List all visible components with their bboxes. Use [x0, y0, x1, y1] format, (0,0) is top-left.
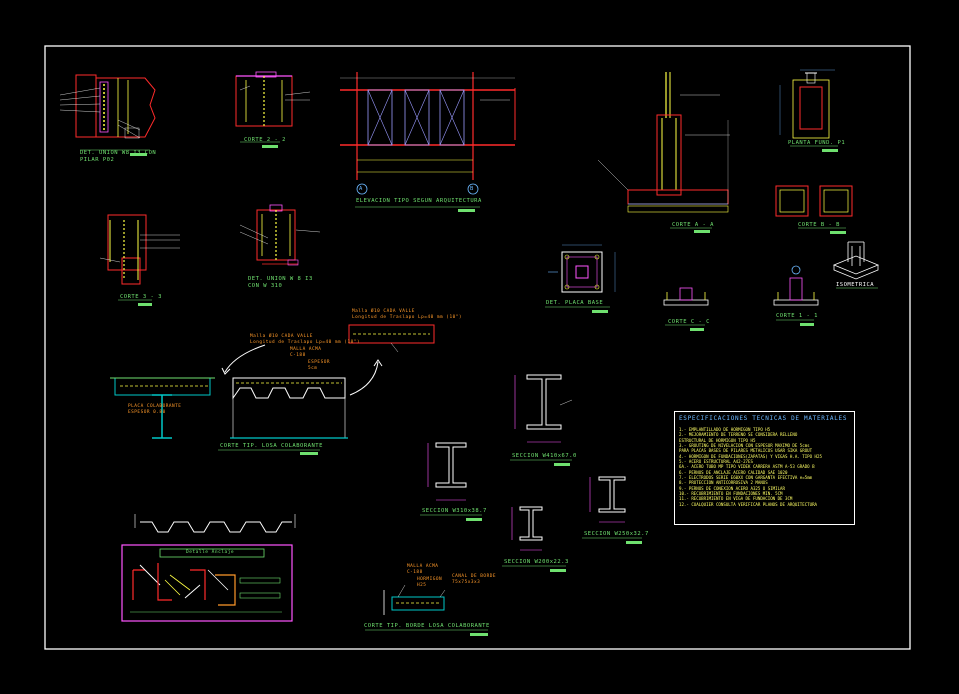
deck-profile [134, 514, 296, 533]
note-malla-2b: Longitud de Traslapo Lp=40 mm (10") [250, 340, 361, 345]
caption-corte-3: CORTE 3 - 3 [120, 294, 162, 300]
specification-item: 5.- ACERO ESTRUCTURAL A42-27ES [679, 459, 753, 465]
detail-union-pilar [59, 74, 156, 156]
detalle-anclaje-box [121, 544, 293, 622]
detail-borde-losa [365, 584, 488, 636]
specification-item: ESTRUCTURAL DE HORMIGON TIPO H5 [679, 437, 756, 443]
note-malla-2a: Malla Ø10 CADA VALLE [250, 334, 313, 339]
note-placa-1: PLACA COLABORANTE [128, 404, 182, 409]
caption-corte-a: CORTE A - A [672, 222, 714, 228]
note-borde-1a: MALLA ACMA [407, 564, 439, 569]
detail-corte-2 [235, 71, 311, 148]
caption-corte-b: CORTE B - B [798, 222, 840, 228]
specification-item: 1.- EMPLANTILLADO DE HORMIGON TIPO H5 [679, 427, 771, 432]
specifications-title: ESPECIFICACIONES TECNICAS DE MATERIALES [679, 415, 848, 422]
caption-sec-w250: SECCION W250x32.7 [584, 531, 649, 537]
note-malla-1b: Longitud de Traslapo Lp=40 mm (10") [352, 315, 463, 320]
note-placa-2: ESPESOR 0.80 [128, 410, 166, 415]
specification-item: 7.- ELECTRODOS SERIE E60XX CON GARGANTA … [679, 475, 813, 481]
specification-item: 9.- PERNOS DE CONEXION ACERO A325 O SIMI… [679, 485, 785, 491]
sheet-frame [44, 45, 911, 650]
detail-corte-d [773, 265, 819, 326]
section-w250 [582, 476, 642, 544]
caption-detalle-box: Detalle Anclaje [186, 550, 235, 555]
detail-losa-colaborante [110, 324, 435, 455]
specifications-box: ESPECIFICACIONES TECNICAS DE MATERIALES … [674, 411, 855, 525]
detail-corte-3 [99, 214, 180, 306]
caption-losa-colaborante: CORTE TIP. LOSA COLABORANTE [220, 443, 323, 449]
caption-corte-2: CORTE 2 - 2 [244, 137, 286, 143]
detail-elevacion [340, 72, 516, 212]
detail-corte-a [597, 72, 730, 233]
caption-det-union-pilar-2: PILAR P02 [80, 157, 115, 163]
caption-det-union-w-1: DET. UNION W 8 I3 [248, 276, 313, 282]
specification-item: 6A.- ACERO TUBO MP TIPO VIDEK CARRERA AS… [679, 464, 815, 470]
specification-item: 3.- GROUTING DE NIVELACION CON ESPESOR M… [679, 443, 810, 449]
caption-borde-losa: CORTE TIP. BORDE LOSA COLABORANTE [364, 623, 490, 629]
specification-item: 8.- PROTECCION ANTICORROSIVA 2 MANOS [679, 480, 768, 486]
section-w410 [510, 374, 573, 466]
note-espesor-2: 5cm [308, 366, 318, 371]
caption-sec-w410: SECCION W410x67.0 [512, 453, 577, 459]
axis-b-label: B [470, 186, 474, 192]
specification-item: 2.- MEJORAMIENTO DE TERRENO SE CONSIDERA… [679, 432, 798, 438]
detail-corte-b [775, 185, 853, 234]
caption-isometrica: ISOMETRICA [836, 282, 875, 288]
specification-item: 10.- RECUBRIMIENTO EN FUNDACIONES MIN. 5… [679, 491, 783, 497]
section-w310 [420, 442, 482, 521]
note-malla-1a: Malla Ø10 CADA VALLE [352, 309, 415, 314]
specification-item: PARA PLACAS BASES DE PILARES METALICOS U… [679, 448, 813, 454]
detail-planta-fund [779, 69, 838, 152]
note-malla-acma-1: MALLA ACMA [290, 347, 322, 352]
section-w200 [502, 506, 566, 572]
specification-item: 12.- CUALQUIER CONSULTA VERIFICAR PLANOS… [679, 501, 818, 507]
note-borde-2a: HORMIGON [417, 577, 443, 582]
detail-corte-c [663, 287, 709, 331]
note-borde-1b: C-188 [407, 570, 423, 575]
specification-item: 6.- PERNOS DE ANCLAJE ACERO CALIDAD SAE … [679, 469, 788, 475]
caption-sec-w200: SECCION W200x22.3 [504, 559, 569, 565]
detail-union-w [239, 204, 321, 266]
caption-planta-fund: PLANTA FUND. P1 [788, 140, 846, 146]
specification-item: 11.- RECUBRIMIENTO EN VIGA DE FUNDACION … [679, 496, 793, 502]
note-borde-3b: 75x75x3x3 [452, 580, 481, 585]
caption-det-union-w-2: CON W 310 [248, 283, 283, 289]
note-malla-acma-2: C-188 [290, 353, 306, 358]
specification-item: 4.- HORMIGON DE FUNDACIONES(ZAPATAS) Y V… [679, 453, 822, 459]
note-borde-3a: CANAL DE BORDE [452, 574, 497, 579]
note-borde-2b: H25 [417, 583, 427, 588]
caption-det-union-pilar-1: DET. UNION W8 I3 CON [80, 150, 157, 156]
detail-isometrica [832, 241, 880, 289]
caption-sec-w310: SECCION W310x38.7 [422, 508, 487, 514]
detail-placa-base [545, 244, 616, 313]
caption-corte-d: CORTE 1 - 1 [776, 313, 818, 319]
axis-a-label: A [359, 186, 363, 192]
note-espesor-1: ESPESOR [308, 360, 331, 365]
caption-placa-base: DET. PLACA BASE [546, 300, 604, 306]
caption-elevacion: ELEVACION TIPO SEGUN ARQUITECTURA [356, 198, 482, 204]
caption-corte-c: CORTE C - C [668, 319, 710, 325]
